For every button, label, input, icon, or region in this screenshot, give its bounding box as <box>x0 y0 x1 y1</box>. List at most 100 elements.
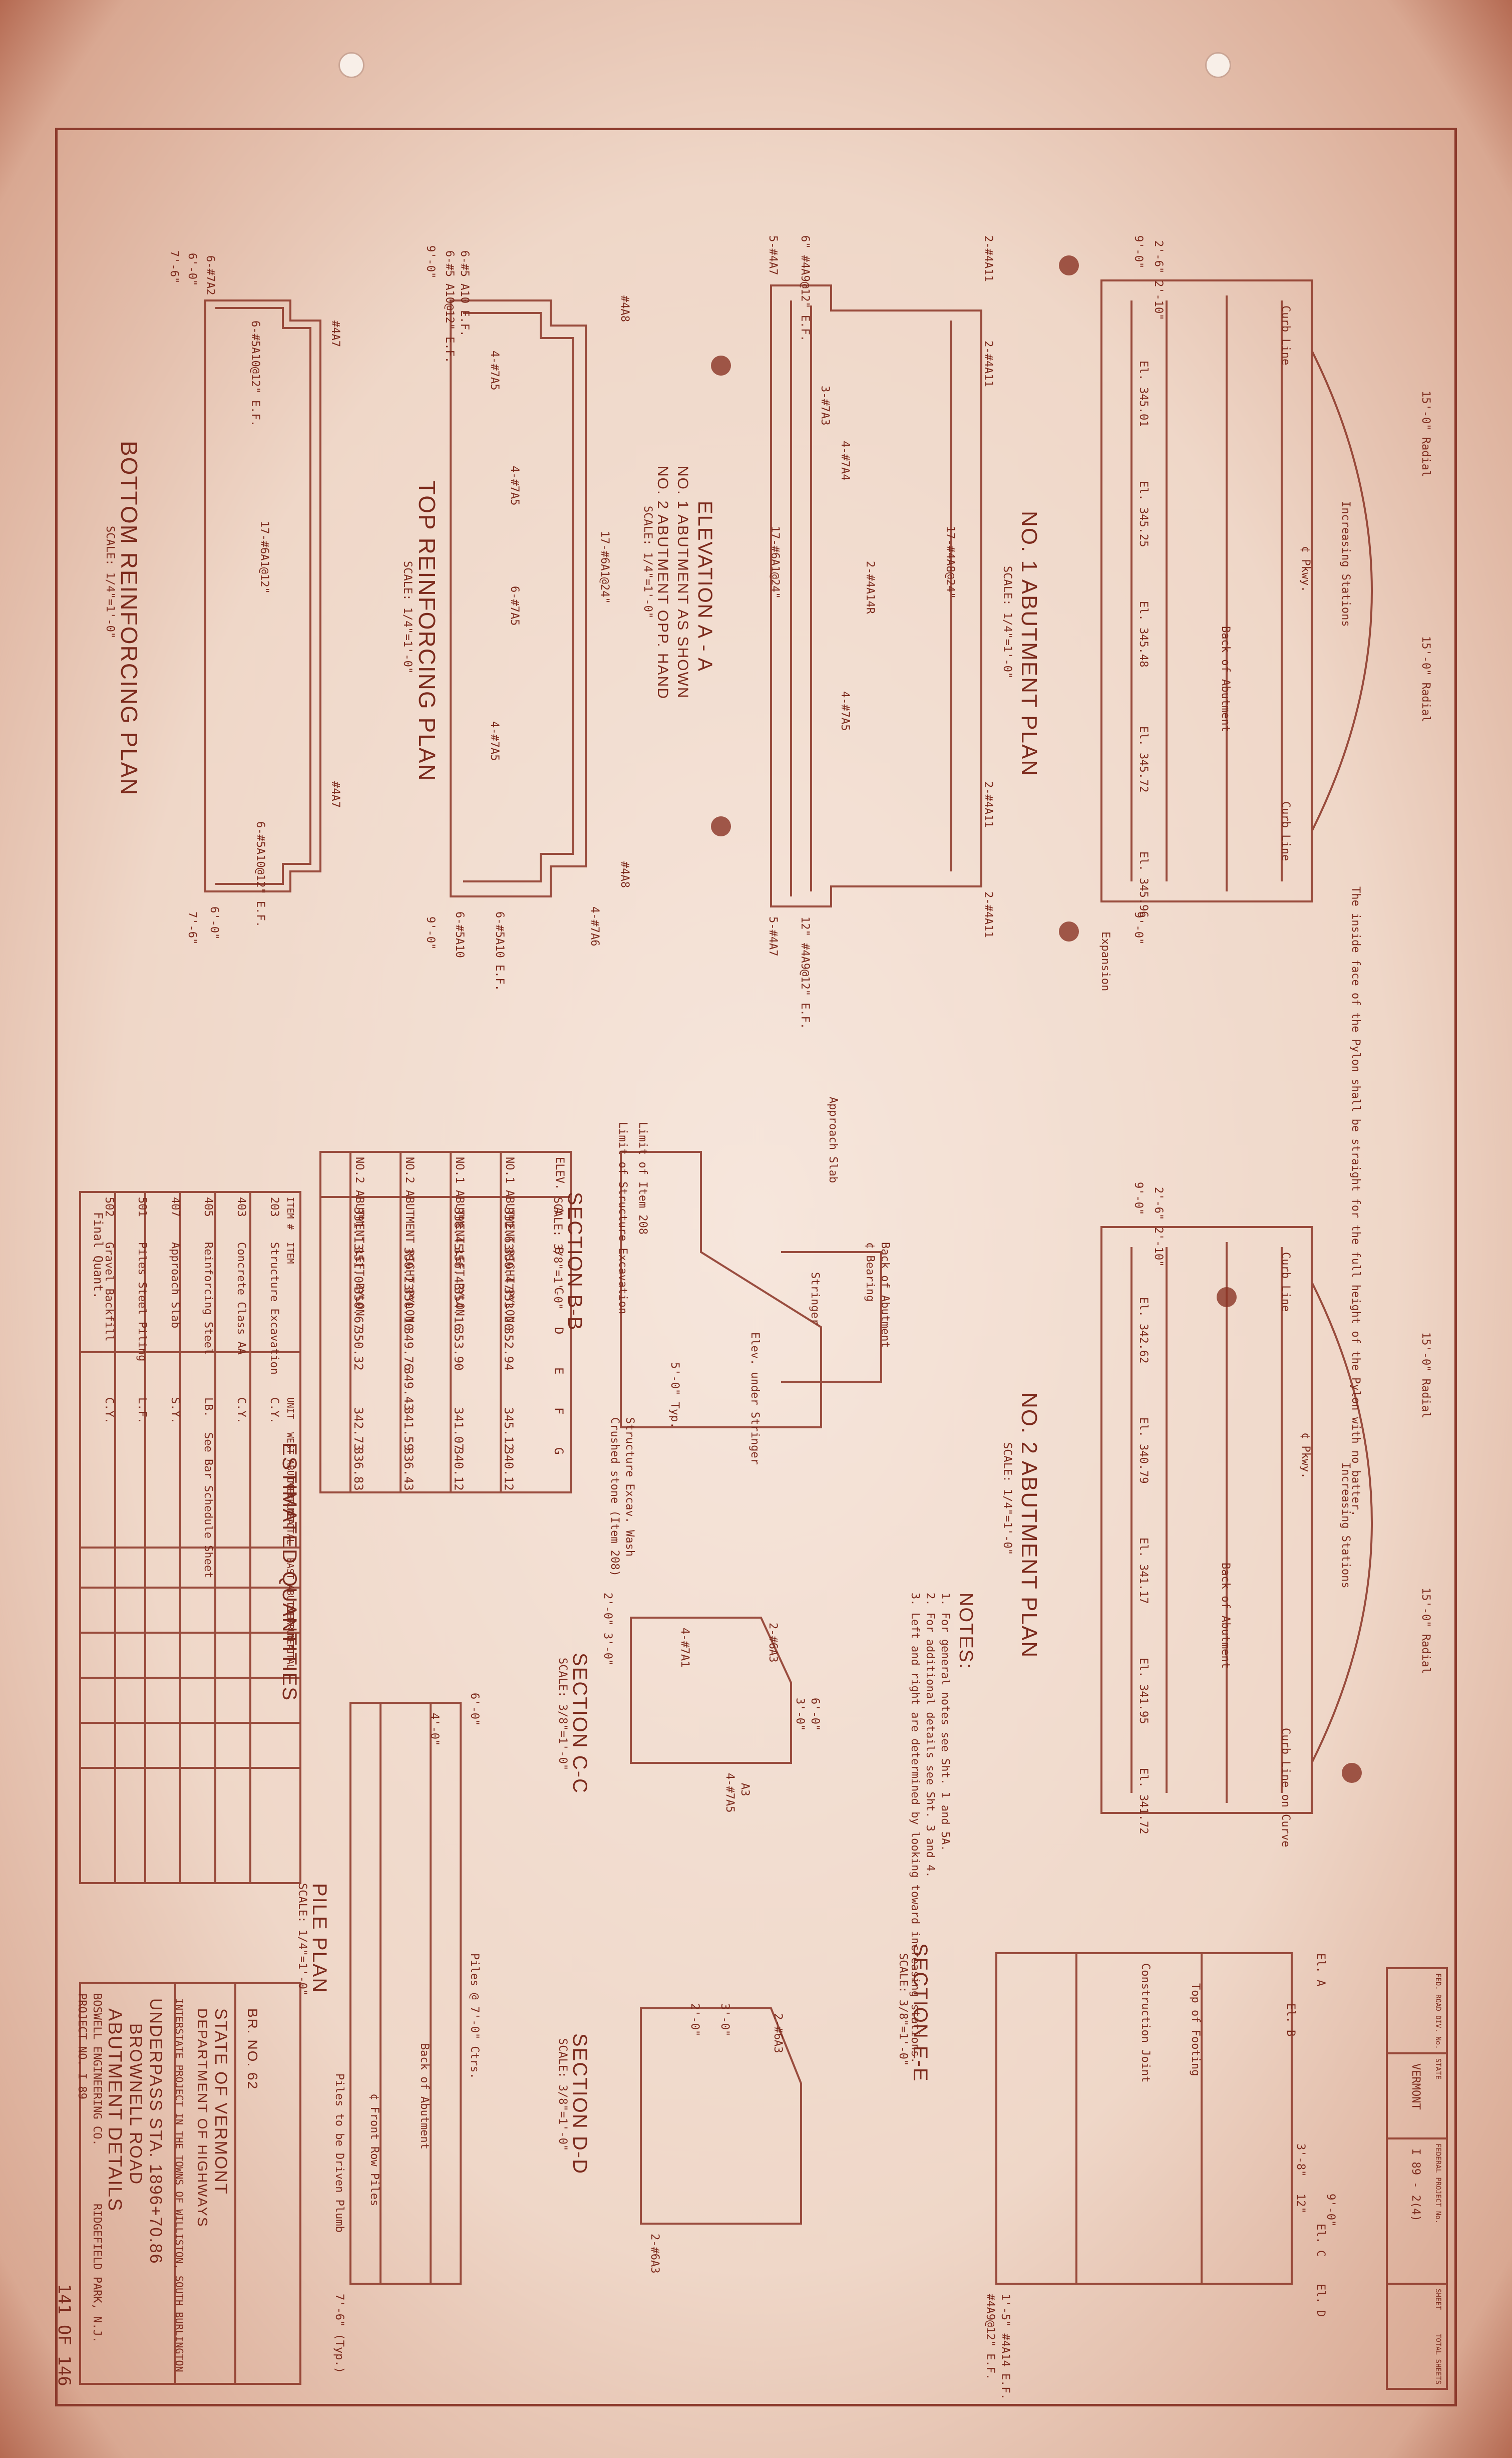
quantities-cell: 501 <box>136 1197 148 1217</box>
quantities-cell: 502 <box>103 1197 115 1217</box>
top-plan-dim: 6-#5 A10 E.F. <box>458 250 471 337</box>
pile-plan-label: Piles to be Driven Plumb <box>333 2073 345 2233</box>
abutment2-label: El. 341.17 <box>1137 1538 1150 1604</box>
bottom-plan-dim: #4A7 <box>329 321 341 347</box>
section-ee-label: 9'-0" <box>1324 2194 1337 2227</box>
bottom-plan-dim: 7'-6" <box>168 250 180 284</box>
section-ee-label: El. A <box>1314 1953 1327 1987</box>
abutment1-label: El. 345.72 <box>1137 726 1150 793</box>
elevation-dim: 4-#7A5 <box>839 691 851 731</box>
abutment2-label: El. 341.72 <box>1137 1768 1150 1834</box>
section-cc-scale: SCALE: 3/8"=1'-0" <box>556 1658 569 1771</box>
top-plan-dim: 6-#7A5 <box>508 586 521 626</box>
stamp-label: TOTAL SHEETS <box>1434 2334 1442 2385</box>
quantities-header: TOTAL <box>285 1643 295 1670</box>
top-plan-dim: 4-#7A5 <box>488 721 501 761</box>
elev-table-cell: 342.73 <box>351 1407 365 1451</box>
quantities-cell: See Bar Schedule Sheet <box>202 1432 214 1579</box>
abutment1-label: Back of Abutment <box>1219 626 1232 732</box>
abutment2-label: Curb Line <box>1279 1252 1292 1312</box>
section-bb-label: 5'-0" Typ. <box>668 1362 681 1429</box>
elev-table-cell: 356.43 <box>452 1247 466 1291</box>
section-cc-label: 3'-0" <box>794 1698 806 1731</box>
abutment1-scale: SCALE: 1/4"=1'-0" <box>1001 566 1013 679</box>
elevation-line1: NO. 1 ABUTMENT AS SHOWN <box>674 466 691 699</box>
pile-plan-label: Back of Abutment <box>418 2043 431 2149</box>
abutment2-label: 15'-0" Radial <box>1419 1588 1432 1674</box>
elev-table-cell: 350.32 <box>351 1327 365 1371</box>
elev-table-cell: 349.43 <box>402 1367 416 1411</box>
abutment2-scale: SCALE: 1/4"=1'-0" <box>1001 1442 1013 1556</box>
section-ee-label: Construction Joint <box>1139 1963 1152 2083</box>
elevation-dim: 4-#7A4 <box>839 441 851 481</box>
sheet-border <box>55 128 1457 2406</box>
binder-hole <box>1205 52 1231 78</box>
bottom-plan-title: BOTTOM REINFORCING PLAN <box>116 441 142 796</box>
pile-plan-title: PILE PLAN <box>308 1883 330 1994</box>
quantities-cell: Structure Excavation <box>268 1242 280 1375</box>
elev-table-cell: 353.20 <box>502 1287 516 1331</box>
quantities-cell: C.Y. <box>268 1397 280 1424</box>
bottom-plan-dim: 6-#5A10@12" E.F. <box>249 321 261 427</box>
elevation-dim: 17-#4A8@24" <box>944 526 956 599</box>
quantities-header: OVERRUN <box>285 1477 295 1515</box>
elevation-dim: 5-#4A7 <box>767 916 779 957</box>
abutment1-label: El. 345.01 <box>1137 361 1150 427</box>
quantities-cell: C.Y. <box>235 1397 247 1424</box>
bottom-plan-dim: 6'-0" <box>186 253 198 286</box>
section-ee-label: 12" <box>1294 2194 1307 2214</box>
stamp-project-value: I 89 - 2(4) <box>1409 2148 1422 2222</box>
abutment2-label: 15'-0" Radial <box>1419 1332 1432 1419</box>
section-ee-label: El. B <box>1284 2003 1297 2037</box>
note-item: 2. For additional details see Sht. 3 and… <box>924 1593 936 1878</box>
elev-table-header: ELEV. <box>553 1157 566 1190</box>
section-ee-title: SECTION E-E <box>909 1943 931 2082</box>
section-ee-label: Top of Footing <box>1189 1983 1202 2076</box>
top-plan-dim: 6-#5 A10@12" E.F. <box>443 250 456 364</box>
abutment2-label: El. 340.79 <box>1137 1417 1150 1484</box>
bottom-plan-dim: #4A7 <box>329 781 341 808</box>
abutment1-label: Increasing Stations <box>1339 501 1352 627</box>
section-dd-title: SECTION D-D <box>569 2033 591 2175</box>
elev-table-cell: 353.90 <box>452 1327 466 1371</box>
elev-table-cell: 340.12 <box>452 1447 466 1491</box>
section-bb-label: Limit of Item 208 <box>636 1122 649 1235</box>
title-bridge-no: BR. NO. 62 <box>245 2008 260 2090</box>
section-bb-label: ¢ Bearing <box>864 1242 876 1302</box>
abutment1-label: 2'-6" <box>1152 240 1165 274</box>
binder-hole <box>338 52 364 78</box>
abutment2-label: Back of Abutment <box>1219 1563 1232 1669</box>
stamp-label: FEDERAL PROJECT No. <box>1434 2143 1442 2224</box>
pile-plan-label: Piles @ 7'-0" Ctrs. <box>468 1953 481 2079</box>
quantities-cell: 407 <box>169 1197 181 1217</box>
elev-table-cell: G <box>552 1447 566 1455</box>
title-project-no: PROJECT NO. I 89 <box>76 1993 88 2099</box>
section-cc-label: 2'-0" <box>601 1593 614 1626</box>
quantities-cell: 203 <box>268 1197 280 1217</box>
bottom-plan-scale: SCALE: 1/4"=1'-0" <box>104 526 116 639</box>
abutment2-label: ¢ Pkwy. <box>1299 1432 1312 1479</box>
top-plan-dim: 4-#7A5 <box>508 466 521 506</box>
section-bb-label: Structure Excav. Wash <box>623 1417 636 1557</box>
pile-plan-label: 4'-0" <box>428 1713 441 1746</box>
title-department: DEPARTMENT OF HIGHWAYS <box>195 2008 210 2228</box>
top-plan-dim: #4A8 <box>618 861 631 888</box>
elevation-dim: 12" #4A9@12" E.F. <box>799 916 811 1030</box>
title-road: BROWNELL ROAD <box>126 2023 145 2186</box>
quantities-header: UNIT <box>285 1397 295 1419</box>
title-engineer-location: RIDGEFIELD PARK, N.J. <box>91 2204 103 2343</box>
elev-table-cell: 345.12 <box>502 1407 516 1451</box>
elevation-dim: 5-#4A7 <box>767 235 779 275</box>
abutment1-label: ¢ Pkwy. <box>1299 546 1312 592</box>
stamp-label: STATE <box>1434 2058 1442 2080</box>
abutment1-title: NO. 1 ABUTMENT PLAN <box>1017 511 1041 777</box>
section-ee-label: El. C <box>1314 2224 1327 2257</box>
elev-table-cell: 350.67 <box>351 1287 365 1331</box>
abutment1-label: Curb Line <box>1279 305 1292 366</box>
section-dd-scale: SCALE: 3/8"=1'-0" <box>556 2038 569 2152</box>
pile-plan-label: 6'-0" <box>468 1693 481 1726</box>
elev-table-cell: E <box>552 1367 566 1375</box>
abutment1-label: Expansion <box>1099 932 1111 992</box>
section-cc-label: 4-#7A1 <box>678 1628 691 1668</box>
